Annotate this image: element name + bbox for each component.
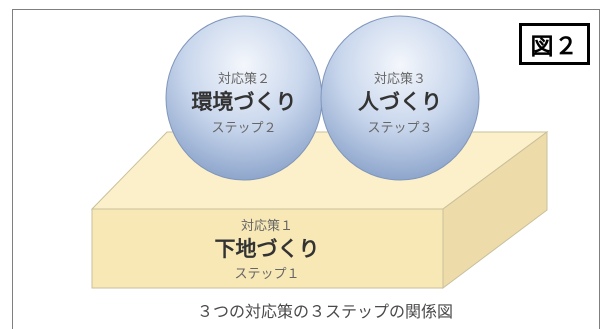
figure-caption: ３つの対応策の３ステップの関係図 [196,302,453,321]
figure-label: 図２ [519,23,590,65]
sphere-step2-step: ステップ２ [211,121,277,136]
sphere-step3-measure: 対応策３ [373,72,426,87]
sphere-step3-step: ステップ３ [367,121,433,136]
base-block-front [91,208,444,289]
sphere-step2-measure: 対応策２ [217,72,270,87]
base-measure: 対応策１ [240,219,293,234]
base-title: 下地づくり [214,237,320,261]
base-step: ステップ１ [234,267,300,282]
sphere-step3 [320,15,480,181]
sphere-step3-title: 人づくり [358,90,442,114]
sphere-step2-title: 環境づくり [191,90,297,114]
